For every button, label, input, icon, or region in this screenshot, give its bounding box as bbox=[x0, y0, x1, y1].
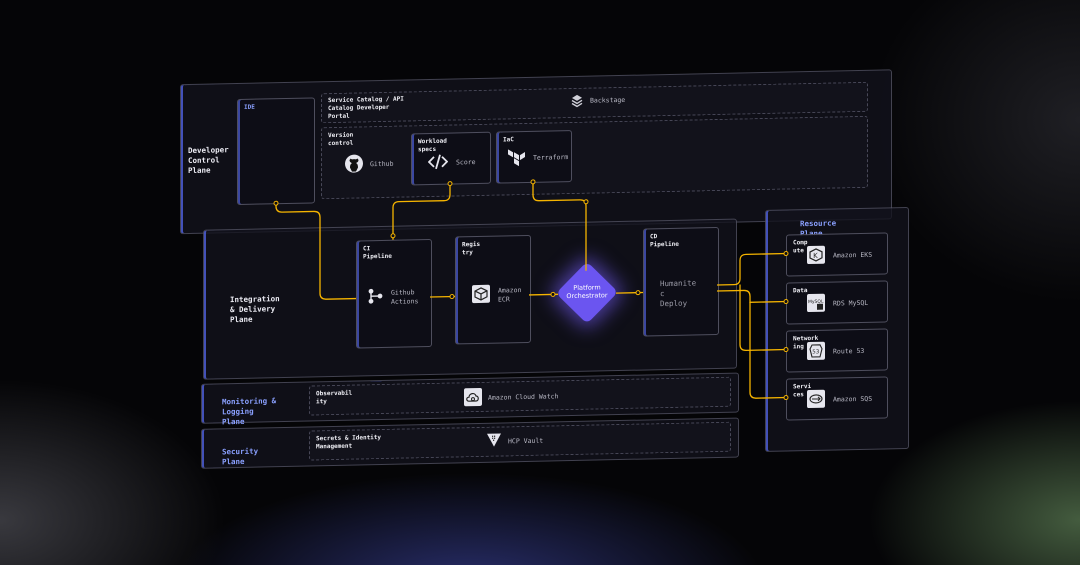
wire-score-to-ci bbox=[392, 182, 451, 240]
wire-terraform-to-orchestrator bbox=[532, 180, 587, 271]
wire-cd-to-resources bbox=[717, 252, 786, 286]
github-icon bbox=[344, 153, 364, 173]
registry-card[interactable]: Regis try Amazon ECR bbox=[455, 234, 531, 345]
svg-text:K: K bbox=[813, 252, 818, 260]
vault-icon bbox=[486, 431, 502, 447]
score-icon bbox=[428, 154, 448, 170]
compute-card[interactable]: Comp ute K Amazon EKS bbox=[786, 232, 888, 277]
svg-text:MySQL: MySQL bbox=[808, 299, 824, 305]
wire-cd-to-data bbox=[717, 289, 786, 303]
wire-ide-to-ci bbox=[275, 202, 356, 300]
secrets-identity-card[interactable]: Secrets & Identity Management HCP Vault bbox=[309, 421, 731, 461]
iac-card[interactable]: IaC Terraform bbox=[496, 130, 572, 184]
ci-pipeline-card[interactable]: CI Pipeline Github Actions bbox=[356, 238, 432, 349]
cloudwatch-icon bbox=[464, 387, 482, 407]
observability-card[interactable]: Observabil ity Amazon Cloud Watch bbox=[309, 376, 731, 416]
route53-icon: 53 bbox=[807, 341, 825, 361]
sqs-icon bbox=[807, 389, 825, 409]
github-actions-icon bbox=[367, 287, 385, 305]
eks-icon: K bbox=[807, 245, 825, 265]
terraform-icon bbox=[507, 147, 527, 167]
workload-specs-card[interactable]: Workload specs Score bbox=[411, 131, 491, 186]
ecr-icon bbox=[472, 284, 490, 304]
service-catalog-card[interactable]: Service Catalog / API Catalog Developer … bbox=[321, 81, 868, 124]
data-card[interactable]: Data MySQL RDS MySQL bbox=[786, 280, 888, 325]
wire-cd-to-services bbox=[749, 302, 786, 399]
services-card[interactable]: Servi ces Amazon SQS bbox=[786, 376, 888, 421]
networking-card[interactable]: Network ing 53 Route 53 bbox=[786, 328, 888, 373]
backstage-icon bbox=[570, 94, 584, 108]
mysql-icon: MySQL bbox=[807, 293, 825, 313]
svg-text:53: 53 bbox=[812, 349, 819, 355]
wire-cd-to-network bbox=[739, 284, 786, 352]
